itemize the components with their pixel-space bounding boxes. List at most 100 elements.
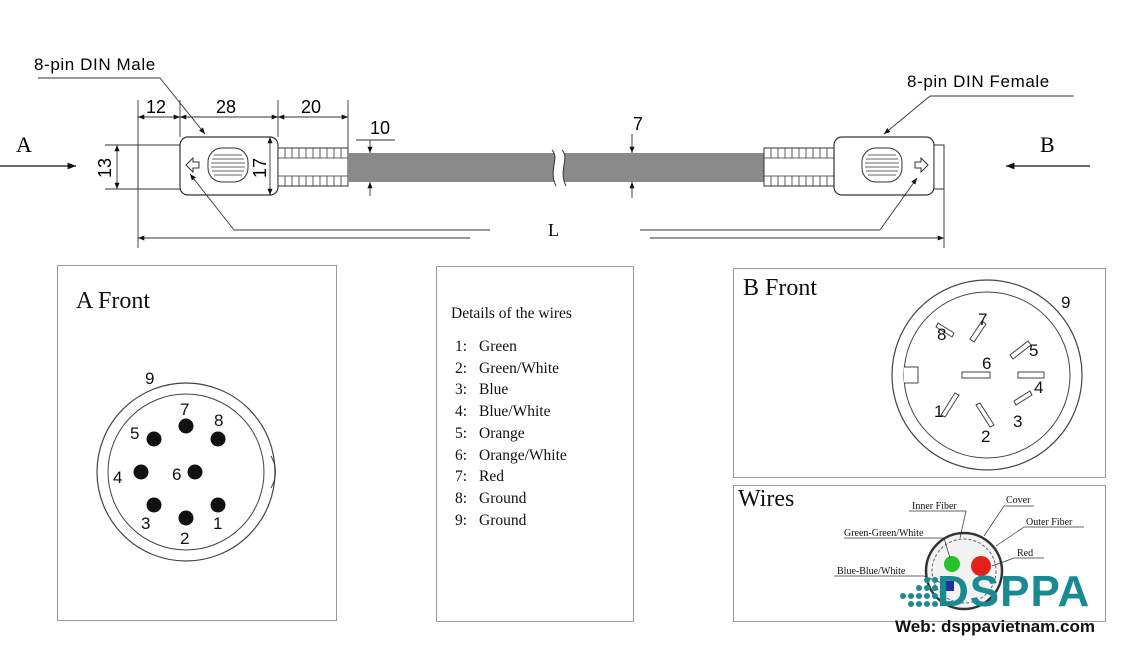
website-link[interactable]: Web: dsppavietnam.com	[895, 617, 1095, 636]
male-plug-tip	[137, 144, 181, 190]
end-b-label: B	[1040, 132, 1055, 157]
a-pin-5-label: 5	[130, 424, 139, 443]
wire-num: 2:	[455, 359, 468, 377]
b-pin-9-label: 9	[1061, 293, 1070, 312]
cable-break-icon	[552, 150, 566, 186]
male-grip-icon	[207, 147, 249, 183]
wires-cross-section: Inner Fiber Cover Outer Fiber Green-Gree…	[834, 495, 1084, 611]
a-pin-7-label: 7	[180, 400, 189, 419]
dim-20: 20	[301, 97, 321, 117]
female-plug-tip	[933, 144, 945, 190]
logo-dots-icon	[900, 577, 938, 607]
b-pin-7-label: 7	[978, 310, 987, 329]
wire-row: 2:Green/White	[455, 358, 567, 380]
a-pin-1-dot	[210, 497, 226, 513]
wire-name: Blue	[479, 381, 509, 399]
wire-num: 3:	[455, 381, 468, 399]
b-pin-8-label: 8	[937, 325, 946, 344]
a-pin-8-label: 8	[214, 411, 223, 430]
wire-name: Ground	[479, 489, 527, 507]
wire-num: 1:	[455, 338, 468, 355]
a-pin-4-dot	[133, 464, 149, 480]
b-front-connector: 1 2 3 4 5 6 7 8 9	[891, 279, 1083, 471]
male-label: 8-pin DIN Male	[34, 55, 156, 74]
wire-row: 8: Ground	[455, 488, 567, 510]
a-front-panel: A Front 1 2 3 4 5 6 7 8 9	[57, 265, 337, 621]
b-pin-1-slot	[940, 392, 960, 418]
a-pin-6-dot	[187, 464, 203, 480]
b-pin-5-slot	[1009, 340, 1032, 360]
a-front-title: A Front	[76, 288, 151, 314]
b-pin-8-slot	[935, 322, 955, 338]
blue-wire-label: Blue-Blue/White	[837, 566, 906, 577]
wire-num: 5:	[455, 424, 468, 442]
green-wire-label: Green-Green/White	[844, 528, 924, 539]
wire-row: 3: Blue	[455, 379, 567, 401]
wire-name: Green	[479, 338, 517, 355]
wire-num: 7:	[455, 468, 468, 486]
end-a-label: A	[16, 132, 32, 157]
b-pin-4-label: 4	[1034, 378, 1043, 397]
wire-name: Orange/White	[479, 446, 567, 464]
b-front-title: B Front	[743, 275, 818, 301]
a-pin-3-label: 3	[141, 514, 150, 533]
b-pin-1-label: 1	[934, 402, 943, 421]
blue-wire-dot	[944, 581, 954, 591]
b-pin-7-slot	[969, 320, 987, 343]
dim-28: 28	[216, 97, 236, 117]
male-arrow-icon	[185, 156, 200, 174]
a-front-connector: 1 2 3 4 5 6 7 8 9	[96, 369, 276, 562]
details-panel: Details of the wires 1: Green 2:Green/Whi…	[436, 266, 634, 622]
female-label: 8-pin DIN Female	[907, 72, 1050, 91]
wires-panel: Wires Inner Fiber Cover Outer Fiber Gree…	[733, 485, 1106, 622]
a-pin-6-label: 6	[172, 465, 181, 484]
green-wire-dot	[944, 556, 960, 572]
wire-row: 6: Orange/White	[455, 445, 567, 467]
female-grip-icon	[861, 147, 903, 183]
b-pin-5-label: 5	[1029, 341, 1038, 360]
red-wire-dot	[971, 556, 991, 576]
wire-row: 4:Blue/White	[455, 401, 567, 423]
a-pin-9-label: 9	[145, 369, 154, 388]
a-pin-2-label: 2	[180, 529, 189, 548]
b-pin-6-label: 6	[982, 354, 991, 373]
wire-row: 1: Green	[455, 336, 567, 358]
wire-num: 8:	[455, 489, 468, 507]
a-pin-4-label: 4	[113, 468, 122, 487]
female-arrow-icon	[914, 156, 929, 174]
dim-12: 12	[146, 97, 166, 117]
b-pin-3-slot	[1013, 390, 1033, 406]
wire-name: Blue/White	[479, 403, 551, 421]
cover-label: Cover	[1006, 495, 1031, 506]
a-pin-3-dot	[146, 497, 162, 513]
a-pin-2-dot	[178, 510, 194, 526]
wire-num: 9:	[455, 511, 468, 529]
dim-10: 10	[370, 118, 390, 138]
dim-13: 13	[95, 158, 115, 178]
wire-num: 6:	[455, 446, 468, 464]
logo-text: DSPPA	[937, 567, 1091, 616]
wire-row: 7: Red	[455, 466, 567, 488]
wires-title: Wires	[738, 486, 795, 512]
outer-fiber-label: Outer Fiber	[1026, 517, 1073, 528]
details-title: Details of the wires	[451, 305, 572, 322]
brand-logo: DSPPA	[893, 567, 1105, 640]
b-front-panel: B Front 1 2 3 4 5 6 7 8 9	[733, 268, 1106, 478]
wire-name: Red	[479, 468, 504, 486]
wire-row: 9:Ground	[455, 510, 567, 532]
dim-7: 7	[633, 114, 643, 134]
dim-17: 17	[250, 158, 270, 178]
b-pin-4-slot	[1017, 371, 1045, 379]
b-pin-3-label: 3	[1013, 412, 1022, 431]
wire-list: 1: Green 2:Green/White 3: Blue 4:Blue/Whit…	[455, 336, 567, 531]
a-pin-8-dot	[210, 431, 226, 447]
wire-row: 5: Orange	[455, 423, 567, 445]
b-pin-6-slot	[961, 371, 991, 379]
a-pin-1-label: 1	[213, 514, 222, 533]
a-pin-7-dot	[178, 418, 194, 434]
wire-name: Orange	[479, 424, 525, 442]
red-wire-label: Red	[1017, 548, 1033, 559]
b-pin-2-slot	[975, 402, 995, 428]
a-pin-5-dot	[146, 431, 162, 447]
